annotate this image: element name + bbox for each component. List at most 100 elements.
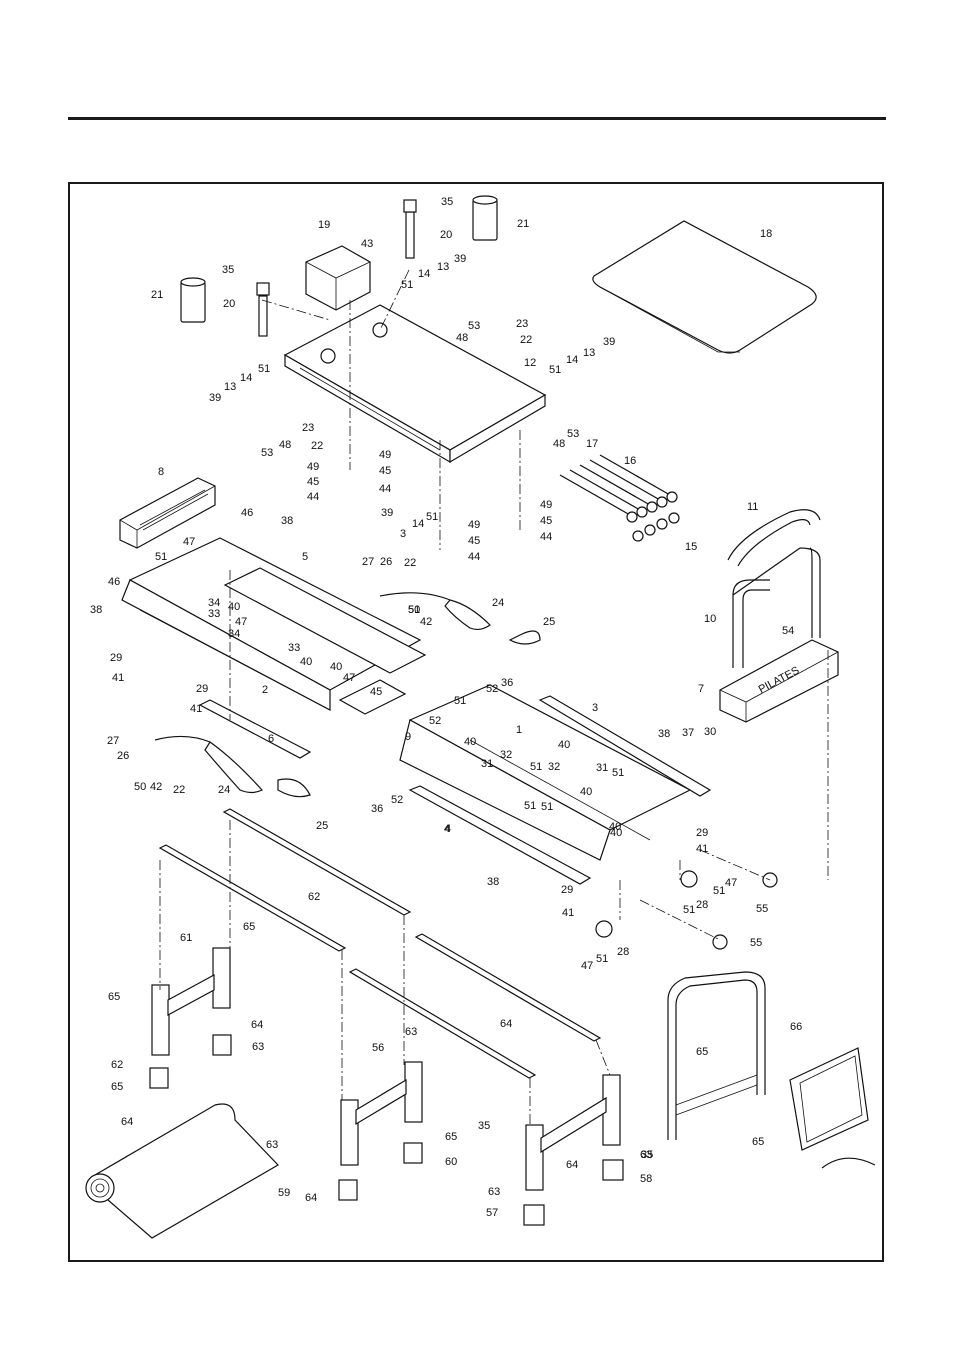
part-number-label: 51 — [530, 761, 542, 773]
assembly-lines — [159, 269, 829, 1125]
part-number-label: 35 — [441, 196, 453, 208]
part-number-label: 38 — [90, 604, 102, 616]
part-number-label: 50 — [134, 781, 146, 793]
part-number-label: 35 — [641, 1149, 653, 1161]
part-number-label: 49 — [307, 461, 319, 473]
part-number-label: 51 — [549, 364, 561, 376]
diagram-frame — [68, 182, 884, 1262]
part-number-label: 11 — [747, 501, 758, 513]
part-number-label: 41 — [112, 672, 124, 684]
part-number-label: 31 — [596, 762, 608, 774]
part-number-label: 52 — [391, 794, 403, 806]
part-number-label: 40 — [558, 739, 570, 751]
part-number-label: 46 — [241, 507, 253, 519]
foot-bar-10 — [732, 547, 821, 668]
carriage-platform — [283, 304, 547, 464]
part-number-label: 50 — [408, 604, 420, 616]
part-number-label: 40 — [610, 827, 622, 839]
part-number-label: 39 — [454, 253, 466, 265]
net-frame-57 — [789, 1047, 869, 1151]
part-number-label: 29 — [110, 652, 122, 664]
part-number-label: 26 — [380, 556, 392, 568]
part-number-label: 42 — [150, 781, 162, 793]
part-number-label: 51 — [713, 885, 725, 897]
strap-24-right — [379, 592, 491, 631]
leg-assembly-61 — [149, 947, 232, 1089]
part-number-label: 13 — [437, 261, 449, 273]
part-number-label: 7 — [698, 683, 704, 695]
part-number-label: 65 — [445, 1131, 457, 1143]
part-number-label: 35 — [478, 1120, 490, 1132]
part-number-label: 51 — [612, 767, 624, 779]
part-number-label: 51 — [596, 953, 608, 965]
springs-16 — [559, 454, 680, 542]
part-number-label: 28 — [617, 946, 629, 958]
part-number-label: 52 — [486, 683, 498, 695]
part-number-label: 40 — [300, 656, 312, 668]
cable-58 — [821, 1157, 876, 1169]
wheel-55b — [712, 934, 728, 950]
part-number-label: 20 — [223, 298, 235, 310]
frame-assembly-upper — [121, 537, 427, 759]
part-number-label: 3 — [592, 702, 598, 714]
part-number-label: 47 — [343, 672, 355, 684]
part-number-label: 22 — [404, 557, 416, 569]
part-number-label: 44 — [379, 483, 391, 495]
post-20 — [256, 199, 417, 337]
part-number-label: 28 — [696, 899, 708, 911]
part-number-label: 8 — [158, 466, 164, 478]
part-number-label: 10 — [704, 613, 716, 625]
part-number-label: 41 — [562, 907, 574, 919]
part-number-label: 14 — [418, 268, 430, 280]
part-number-label: 43 — [361, 238, 373, 250]
part-number-label: 58 — [640, 1173, 652, 1185]
part-number-label: 53 — [567, 428, 579, 440]
part-number-label: 19 — [318, 219, 330, 231]
part-number-label: 40 — [580, 786, 592, 798]
part-number-label: 23 — [302, 422, 314, 434]
part-number-label: 65 — [111, 1081, 123, 1093]
part-number-label: 51 — [683, 904, 695, 916]
leg-assembly-59 — [523, 1074, 624, 1226]
part-number-label: 6 — [268, 733, 274, 745]
part-number-label: 65 — [752, 1136, 764, 1148]
part-number-label: 65 — [696, 1046, 708, 1058]
part-number-label: 4 — [444, 823, 450, 835]
part-number-label: 60 — [445, 1156, 457, 1168]
part-number-label: 48 — [279, 439, 291, 451]
part-number-label: 40 — [228, 601, 240, 613]
part-number-label: 32 — [500, 749, 512, 761]
part-number-label: 52 — [429, 715, 441, 727]
part-number-label: 51 — [258, 363, 270, 375]
part-number-label: 64 — [251, 1019, 263, 1031]
part-number-label: 24 — [218, 784, 230, 796]
part-number-label: 45 — [307, 476, 319, 488]
part-number-label: 48 — [553, 438, 565, 450]
part-number-label: 34 — [228, 628, 240, 640]
part-number-label: 32 — [548, 761, 560, 773]
part-number-label: 39 — [381, 507, 393, 519]
part-number-label: 53 — [468, 320, 480, 332]
cross-bars-62 — [158, 808, 602, 1079]
tower-frame-56 — [667, 971, 766, 1140]
shoulder-block-21-left — [180, 277, 206, 323]
strap-24-left — [154, 735, 263, 794]
part-number-label: 51 — [541, 801, 553, 813]
part-number-label: 47 — [235, 616, 247, 628]
part-number-label: 18 — [760, 228, 772, 240]
part-number-label: 45 — [540, 515, 552, 527]
part-number-label: 22 — [520, 334, 532, 346]
part-number-label: 64 — [566, 1159, 578, 1171]
part-labels: 3521201943183539131451534823222120123913… — [90, 196, 802, 1219]
part-number-label: 66 — [790, 1021, 802, 1033]
part-number-label: 14 — [566, 354, 578, 366]
part-number-label: 35 — [222, 264, 234, 276]
part-number-label: 44 — [468, 551, 480, 563]
part-number-label: 65 — [108, 991, 120, 1003]
part-number-label: 40 — [464, 736, 476, 748]
part-number-label: 25 — [316, 820, 328, 832]
part-number-label: 15 — [685, 541, 697, 553]
part-number-label: 51 — [155, 551, 167, 563]
part-number-label: 56 — [372, 1042, 384, 1054]
